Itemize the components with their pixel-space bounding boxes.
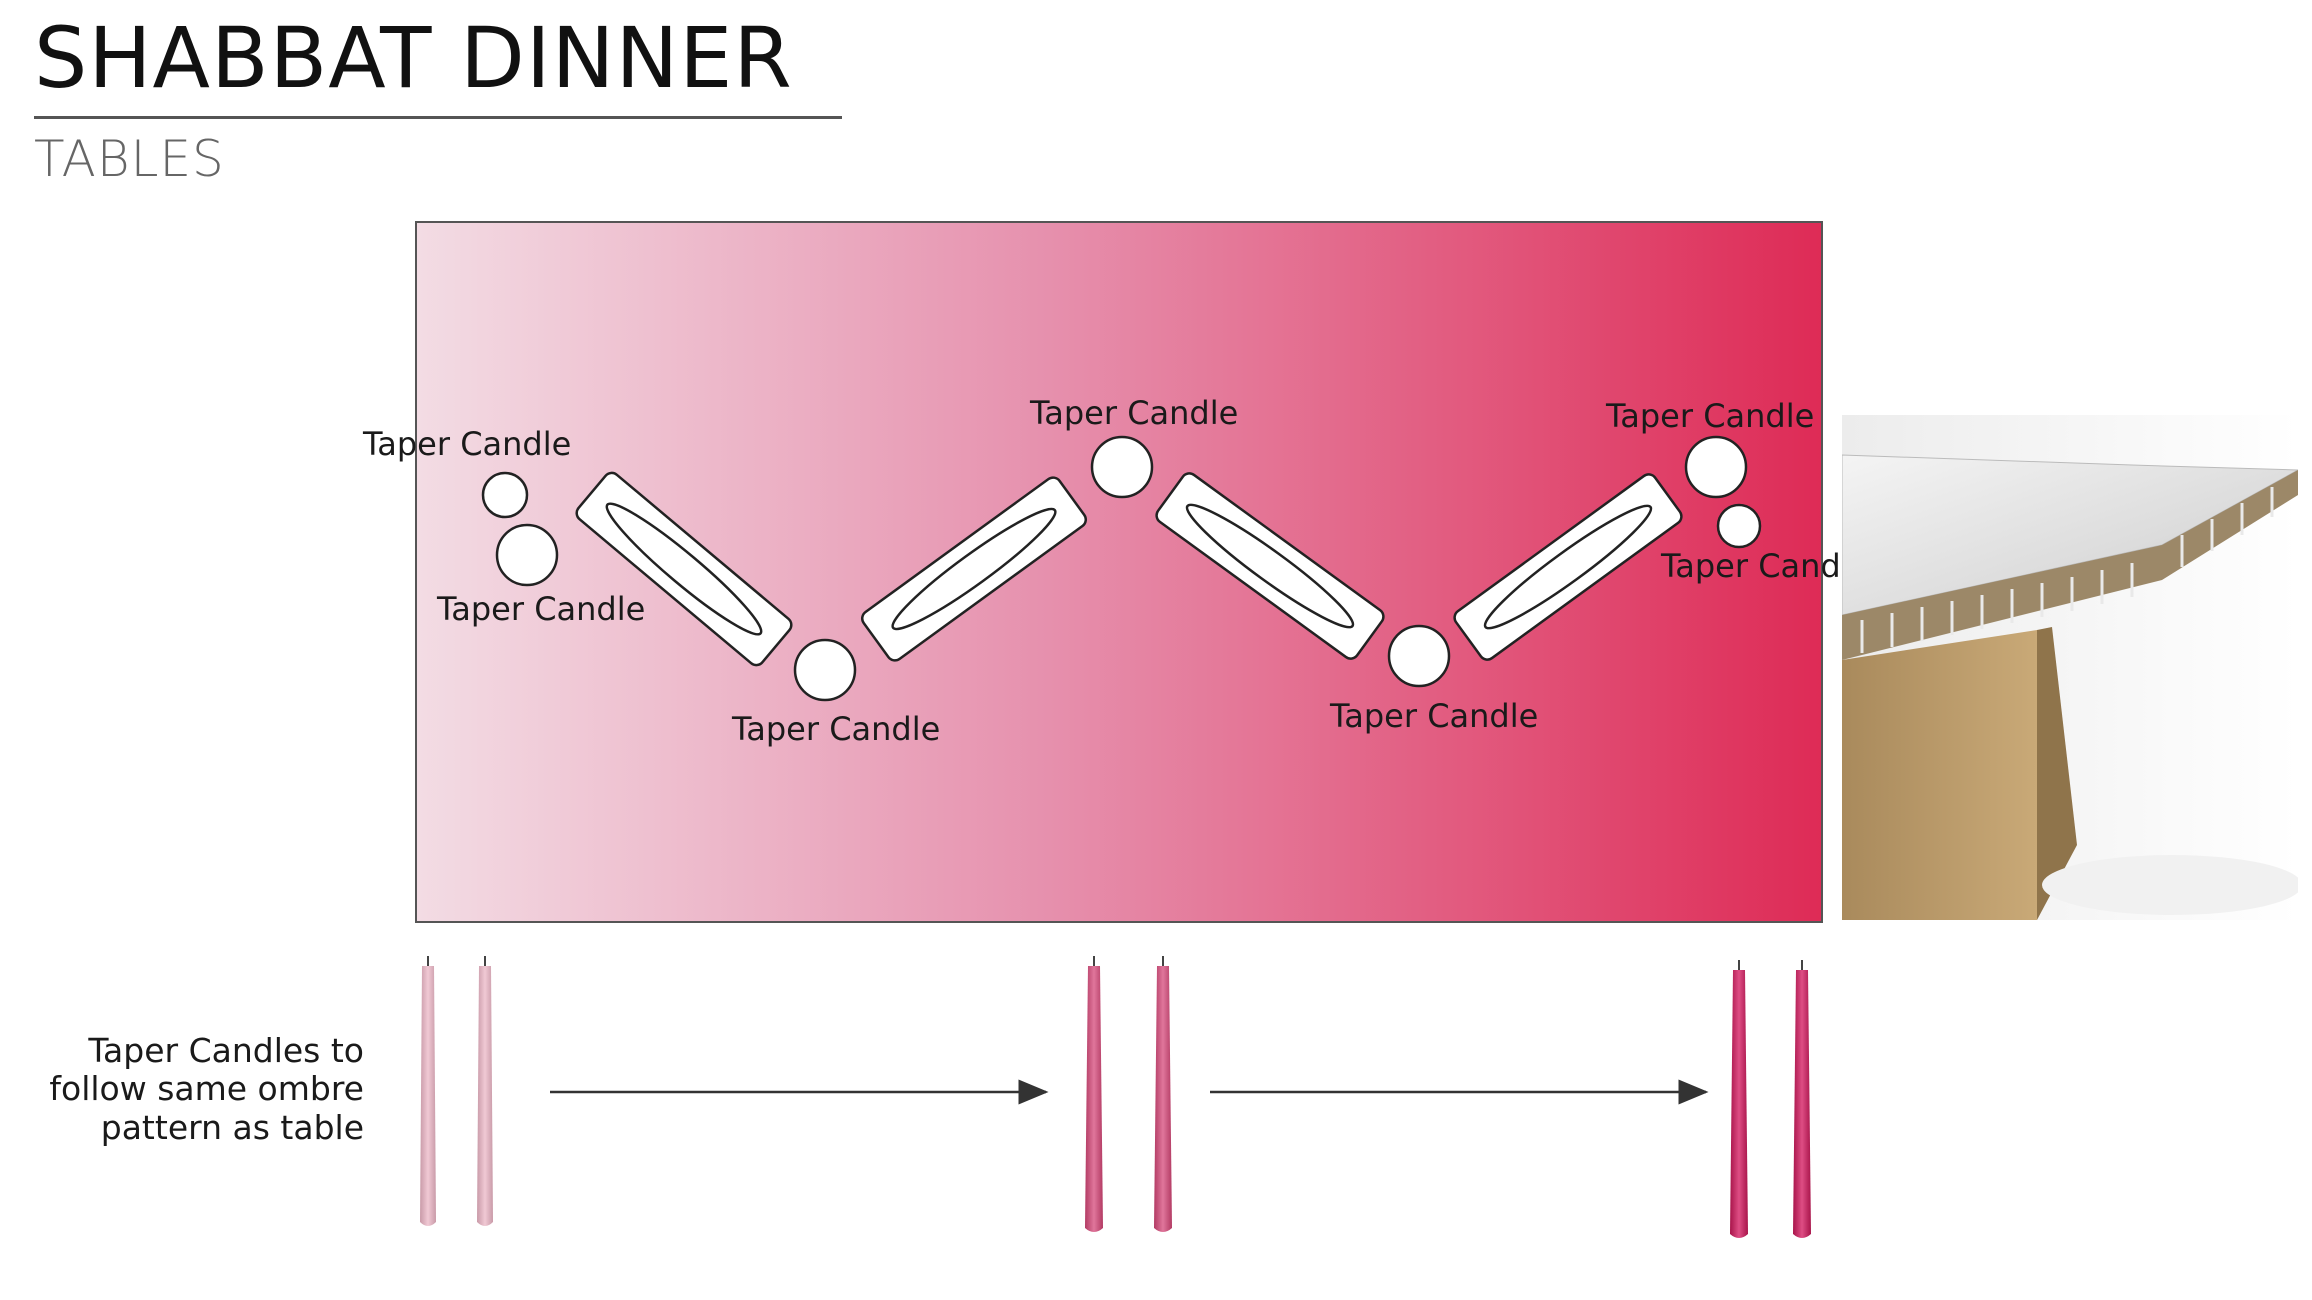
candle-holder <box>793 638 857 702</box>
mirrored-table-photo <box>1842 415 2298 920</box>
candle-label: Taper Cand <box>1660 547 1841 585</box>
centerpiece-tray <box>860 476 1088 662</box>
candle-holder <box>1387 624 1451 688</box>
candle-holder <box>1716 503 1762 549</box>
centerpiece-tray <box>575 471 793 667</box>
page-subtitle: TABLES <box>34 130 225 188</box>
candle-label: Taper Candle <box>436 590 645 628</box>
candle-label: Taper Candle <box>1605 397 1814 435</box>
page-title: SHABBAT DINNER <box>34 9 793 107</box>
taper-candle-pair-dark <box>1730 960 1811 1238</box>
note-line: Taper Candles to <box>88 1031 364 1070</box>
taper-candle-pair-light <box>420 956 493 1226</box>
centerpiece-tray <box>1453 473 1683 661</box>
candle-holder <box>495 523 559 587</box>
candle-label: Taper Candle <box>362 425 571 463</box>
candle-holder <box>481 471 529 519</box>
candle-label: Taper Candle <box>731 710 940 748</box>
candle-holder <box>1684 435 1748 499</box>
candle-label: Taper Candle <box>1329 697 1538 735</box>
note-line: follow same ombre <box>49 1069 364 1109</box>
centerpiece-tray <box>1155 472 1385 660</box>
note-line: pattern as table <box>100 1107 364 1147</box>
candle-label: Taper Candle <box>1029 394 1238 432</box>
taper-candle-pair-medium <box>1085 956 1172 1232</box>
title-divider <box>34 116 842 119</box>
candle-holder <box>1090 435 1154 499</box>
candles-note: Taper Candles to follow same ombre patte… <box>20 1031 364 1147</box>
